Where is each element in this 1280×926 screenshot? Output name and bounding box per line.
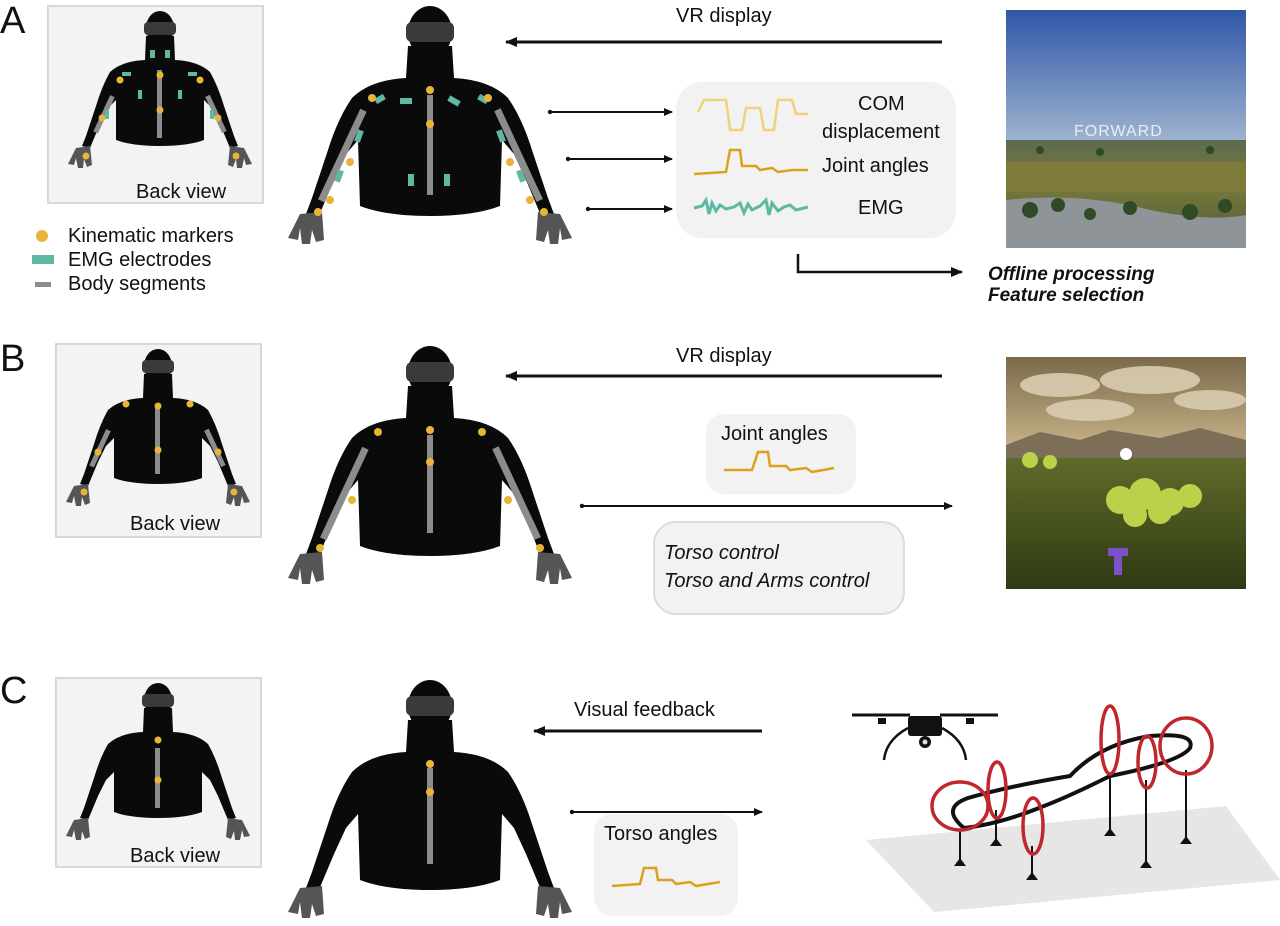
subject-figure-c [288, 680, 572, 918]
legend: Kinematic markers EMG electrodes Body se… [32, 225, 234, 295]
torso-angles-box: Torso angles [594, 814, 738, 916]
panel-c: C Back view Visual feedback Torso angles [0, 670, 1280, 918]
control-modes-box: Torso control Torso and Arms control [654, 522, 904, 614]
legend-segment-swatch [35, 282, 51, 287]
gate-ring-6 [1160, 718, 1212, 774]
feature-selection-label: Feature selection [988, 285, 1144, 306]
drone-icon [852, 715, 998, 760]
legend-marker-swatch [36, 230, 48, 242]
vr-display-label-b: VR display [676, 345, 772, 367]
torso-control-label: Torso control [664, 542, 779, 564]
back-view-box-c: Back view [56, 678, 261, 867]
legend-segments-label: Body segments [68, 273, 206, 295]
vr-display-label-a: VR display [676, 5, 772, 27]
gate-ring-4 [1101, 706, 1119, 774]
panel-c-letter: C [0, 670, 27, 712]
visual-feedback-label: Visual feedback [574, 699, 716, 721]
com-label-line1: COM [858, 93, 905, 115]
signals-box-a: COM displacement Joint angles EMG [676, 82, 956, 238]
back-view-box-b: Back view [56, 344, 261, 537]
back-view-label-a: Back view [136, 181, 227, 203]
panel-b-letter: B [0, 338, 25, 380]
offline-processing-label: Offline processing [988, 264, 1155, 285]
legend-electrodes-label: EMG electrodes [68, 249, 211, 271]
com-label-line2: displacement [822, 121, 940, 143]
torso-angles-label: Torso angles [604, 823, 717, 845]
back-view-label-c: Back view [130, 845, 221, 867]
legend-markers-label: Kinematic markers [68, 225, 234, 247]
joint-angles-label-a: Joint angles [822, 155, 929, 177]
panel-a-letter: A [0, 0, 26, 42]
back-view-label-b: Back view [130, 513, 221, 535]
panel-a: A Back view [0, 0, 1246, 306]
back-view-box-a: Back view [48, 6, 263, 203]
ground-plane [866, 806, 1280, 912]
torso-arms-control-label: Torso and Arms control [664, 570, 870, 592]
vr-screenshot-b [1006, 357, 1246, 589]
legend-electrode-swatch [32, 255, 54, 264]
joint-angles-box-b: Joint angles [706, 414, 856, 494]
offline-processing-arrow [798, 254, 962, 272]
emg-label: EMG [858, 197, 904, 219]
vr-forward-text: FORWARD [1074, 123, 1163, 140]
panel-b: B Back view [0, 338, 1246, 614]
subject-figure-b [288, 346, 572, 584]
vr-screenshot-a: FORWARD [1006, 10, 1246, 248]
joint-angles-label-b: Joint angles [721, 423, 828, 445]
